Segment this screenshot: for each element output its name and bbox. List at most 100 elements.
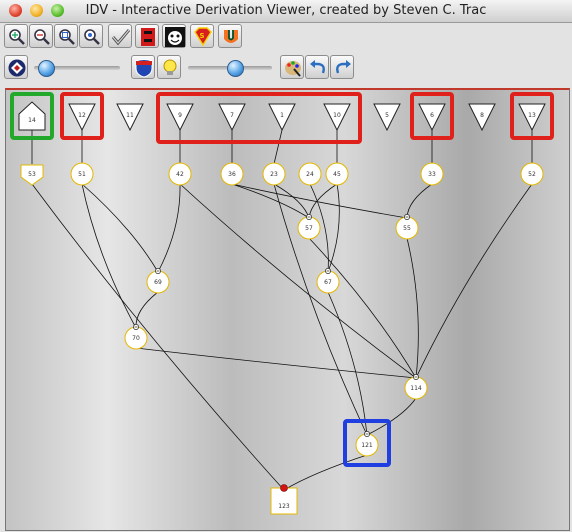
highway-shield-icon xyxy=(135,59,153,78)
pause-stack-icon xyxy=(141,28,155,46)
node-23[interactable] xyxy=(262,162,286,186)
edge xyxy=(135,347,417,379)
node-label: 14 xyxy=(28,117,36,124)
leaf-node-6[interactable] xyxy=(418,103,446,132)
depth-slider-knob[interactable] xyxy=(226,60,244,77)
node-label: 33 xyxy=(428,171,436,178)
redo-arrow-icon xyxy=(336,60,351,74)
edge xyxy=(309,183,329,273)
zoom-slider-track[interactable] xyxy=(34,66,120,70)
node-label: 51 xyxy=(78,171,86,178)
node-52[interactable] xyxy=(520,162,544,186)
zoom-slider-knob[interactable] xyxy=(38,60,55,77)
color-palette-icon xyxy=(285,61,301,77)
redo-button[interactable] xyxy=(330,55,354,79)
edge xyxy=(81,183,159,273)
node-123[interactable] xyxy=(270,487,298,515)
superman-button[interactable]: S xyxy=(190,24,214,48)
node-label: 114 xyxy=(410,385,422,392)
lightbulb-button[interactable] xyxy=(157,55,181,79)
edge xyxy=(366,397,417,436)
leaf-node-9[interactable] xyxy=(166,103,194,132)
node-label: 11 xyxy=(126,112,134,119)
zoom-out-button[interactable] xyxy=(29,24,53,48)
node-label: 1 xyxy=(280,112,284,119)
leaf-node-1[interactable] xyxy=(268,103,296,132)
checkmark-icon xyxy=(111,29,131,46)
check-button[interactable] xyxy=(108,24,132,48)
edge xyxy=(157,183,181,273)
highlight-box xyxy=(10,92,54,140)
edge xyxy=(308,237,417,379)
node-label: 23 xyxy=(270,171,278,178)
svg-text:S: S xyxy=(200,32,205,40)
node-label: 123 xyxy=(278,503,290,510)
node-45[interactable] xyxy=(325,162,349,186)
pause-stack-button[interactable] xyxy=(135,24,159,48)
node-36[interactable] xyxy=(220,162,244,186)
edge xyxy=(415,183,533,379)
title-bar: IDV - Interactive Derivation Viewer, cre… xyxy=(0,0,572,23)
node-label: 67 xyxy=(324,279,332,286)
zoom-out-icon xyxy=(34,29,50,45)
u-logo-button[interactable] xyxy=(218,24,242,48)
leaf-node-8[interactable] xyxy=(468,103,496,132)
highway-button[interactable] xyxy=(131,55,155,79)
node-33[interactable] xyxy=(420,162,444,186)
navigator-button[interactable] xyxy=(4,55,28,79)
highlight-box xyxy=(60,92,104,140)
zoom-region-button[interactable] xyxy=(79,24,103,48)
leaf-node-7[interactable] xyxy=(218,103,246,132)
edge xyxy=(273,129,283,165)
node-label: 42 xyxy=(176,171,184,178)
minimize-window-button[interactable] xyxy=(30,4,43,17)
close-window-button[interactable] xyxy=(9,4,22,17)
edge xyxy=(273,183,368,436)
goal-marker-icon xyxy=(280,484,288,492)
cartoon-face-button[interactable] xyxy=(162,24,186,48)
cartoon-face-icon xyxy=(165,27,185,47)
leaf-node-12[interactable] xyxy=(68,103,96,132)
edge xyxy=(283,454,368,491)
leaf-node-5[interactable] xyxy=(373,103,401,132)
leaf-node-10[interactable] xyxy=(323,103,351,132)
edge xyxy=(327,183,340,273)
highlight-box xyxy=(343,419,391,467)
highlight-box xyxy=(410,92,454,140)
highlight-box-group xyxy=(156,92,362,144)
node-label: 10 xyxy=(333,112,341,119)
lightbulb-icon xyxy=(163,59,177,75)
edge xyxy=(273,183,310,219)
node-42[interactable] xyxy=(168,162,192,186)
zoom-window-button[interactable] xyxy=(51,4,64,17)
edge xyxy=(327,291,368,436)
color-palette-button[interactable] xyxy=(280,55,304,79)
zoom-in-button[interactable] xyxy=(4,24,28,48)
leaf-node-13[interactable] xyxy=(518,103,546,132)
edge xyxy=(231,183,408,219)
node-label: 52 xyxy=(528,171,536,178)
zoom-in-icon xyxy=(9,29,25,45)
node-label: 55 xyxy=(403,225,411,232)
leaf-node-14[interactable] xyxy=(18,101,46,131)
node-label: 6 xyxy=(430,112,434,119)
node-24[interactable] xyxy=(298,162,322,186)
zoom-fit-button[interactable] xyxy=(54,24,78,48)
edge-layer xyxy=(31,129,533,491)
edge xyxy=(81,183,137,329)
node-label: 36 xyxy=(228,171,236,178)
zoom-fit-icon xyxy=(59,29,75,45)
node-label: 70 xyxy=(132,335,140,342)
node-label: 13 xyxy=(528,112,536,119)
shield-emblem-icon xyxy=(8,59,26,77)
highlight-box xyxy=(510,92,554,140)
edge xyxy=(179,183,417,379)
highlight-layer xyxy=(10,92,554,467)
node-53[interactable] xyxy=(20,164,44,186)
undo-arrow-icon xyxy=(310,60,325,74)
undo-button[interactable] xyxy=(305,55,329,79)
leaf-node-11[interactable] xyxy=(116,103,144,132)
node-51[interactable] xyxy=(70,162,94,186)
